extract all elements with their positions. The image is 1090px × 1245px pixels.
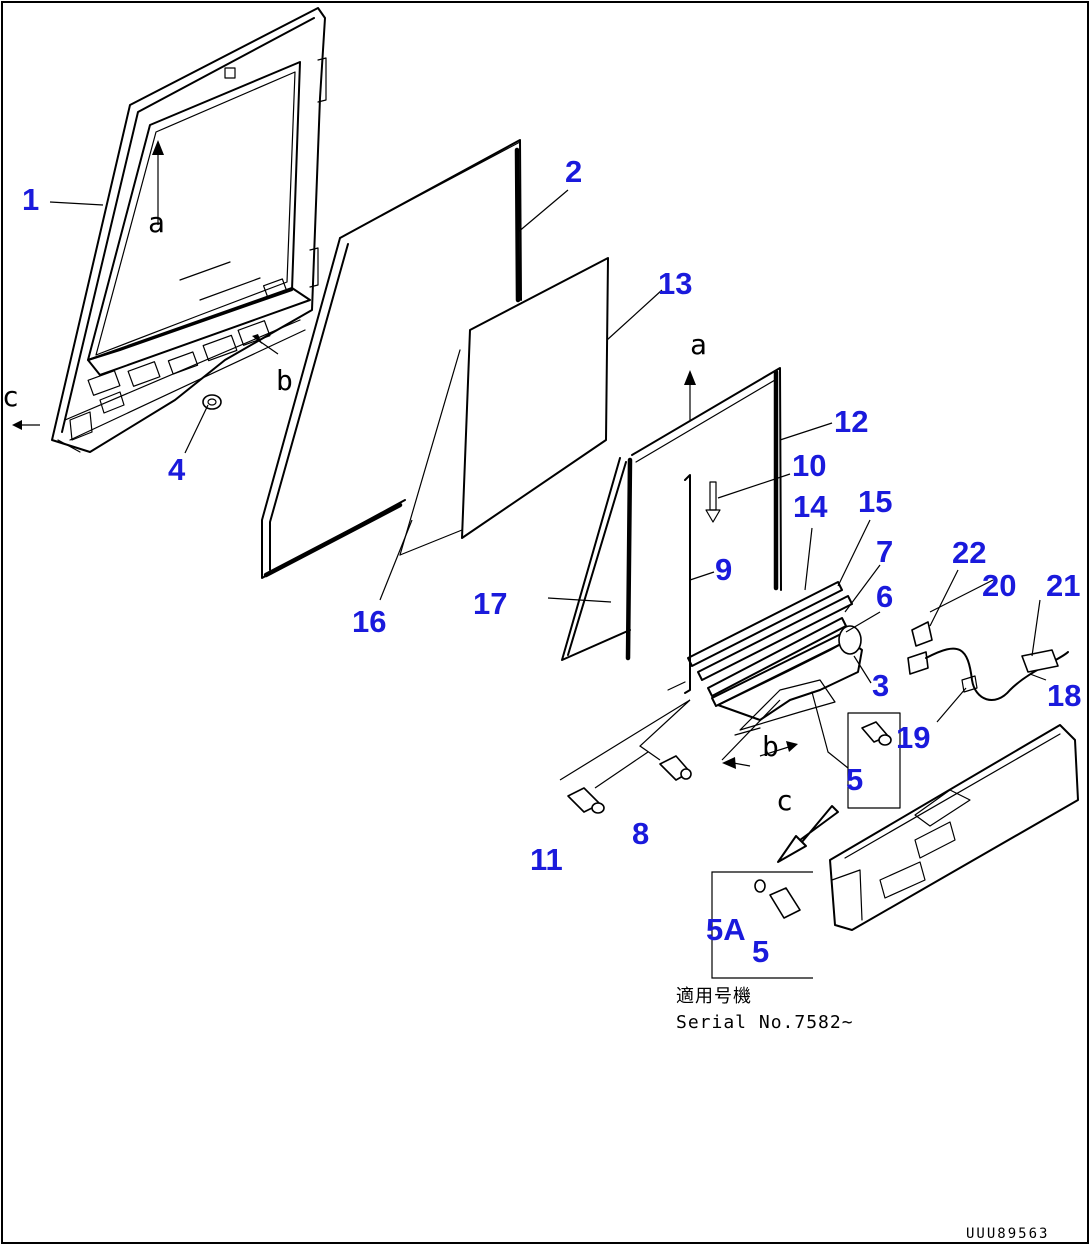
- part-11-clip: [567, 787, 605, 814]
- callout-21: 21: [1046, 568, 1080, 603]
- door-trim-panel: [829, 724, 1079, 931]
- serial-variant-bracket: [711, 871, 813, 979]
- callout-5a: 5A: [706, 912, 746, 947]
- callout-19: 19: [896, 720, 930, 755]
- part-22-connector: [907, 621, 933, 675]
- part-13-fixed-glass: [461, 257, 609, 539]
- callout-6: 6: [876, 579, 893, 614]
- callout-9: 9: [715, 552, 732, 587]
- part-14-strip: [687, 581, 843, 667]
- callout-20: 20: [982, 568, 1016, 603]
- view-letter-a-glass: a: [690, 328, 707, 361]
- callout-13: 13: [658, 266, 692, 301]
- callout-10: 10: [792, 448, 826, 483]
- part-8-clip: [659, 755, 692, 781]
- callout-22: 22: [952, 535, 986, 570]
- callout-11: 11: [530, 842, 563, 877]
- part-3-regulator: [717, 625, 863, 753]
- serial-note: 適用号機 Serial No.7582~: [676, 986, 854, 1033]
- part-17-channel: [561, 457, 633, 661]
- view-letter-b-door: b: [276, 364, 293, 397]
- part-10-screw: [705, 481, 721, 523]
- view-letters: a b c a b c: [2, 206, 793, 817]
- part-12-sash-seal: [631, 367, 782, 591]
- callout-7: 7: [876, 534, 893, 569]
- part-1-door-frame: [51, 7, 327, 453]
- detail-arrow: [777, 805, 839, 863]
- callout-18: 18: [1047, 678, 1081, 713]
- part-4-grommet: [202, 394, 222, 410]
- callout-17: 17: [473, 586, 507, 621]
- part-6-strip: [711, 631, 850, 707]
- callout-16: 16: [352, 604, 386, 639]
- part-15-strip: [697, 595, 853, 681]
- view-letter-a-door: a: [148, 206, 165, 239]
- part-9-guide-rail: [667, 474, 691, 694]
- callout-15: 15: [858, 484, 892, 519]
- callout-4: 4: [168, 452, 186, 487]
- part-2-weatherstrip: [261, 139, 522, 579]
- drawing-number: UUU89563: [966, 1226, 1049, 1242]
- callout-12: 12: [834, 404, 868, 439]
- callout-2: 2: [565, 154, 582, 189]
- view-letter-c-regulator: c: [776, 784, 793, 817]
- view-arrows: [12, 140, 849, 769]
- view-letter-c-door: c: [2, 380, 19, 413]
- part-16-lower-glass: [399, 349, 463, 556]
- callout-labels: 1 2 13 12 10 14 15 7 6 3 9 17 16 4 22 20…: [22, 154, 1081, 969]
- part-21-plug: [1021, 649, 1059, 673]
- view-letter-b-regulator: b: [762, 730, 779, 763]
- part-5-bolt-group: [847, 712, 901, 809]
- serial-number-label: Serial No.7582~: [676, 1012, 854, 1033]
- callout-8: 8: [632, 816, 649, 851]
- callout-1: 1: [22, 182, 39, 217]
- part-7-strip: [707, 617, 847, 697]
- callout-5: 5: [846, 762, 863, 797]
- callout-5-serial: 5: [752, 934, 769, 969]
- applicable-units-label: 適用号機: [676, 986, 752, 1007]
- leader-lines: [49, 189, 1047, 789]
- callout-3: 3: [872, 668, 889, 703]
- callout-14: 14: [793, 489, 828, 524]
